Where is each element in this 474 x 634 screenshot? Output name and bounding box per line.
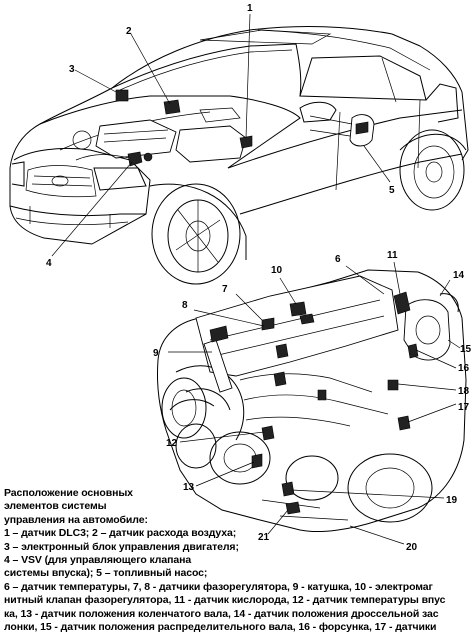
callout-5: 5: [389, 185, 395, 196]
callout-8: 8: [182, 300, 188, 311]
car-drawing: [9, 13, 469, 285]
callout-16: 16: [458, 363, 470, 374]
callout-15: 15: [460, 344, 472, 355]
caption-line: лонки, 15 - датчик положения распределит…: [4, 621, 437, 634]
callout-1: 1: [247, 3, 253, 14]
callout-2: 2: [126, 26, 132, 37]
caption-line: Расположение основных: [4, 487, 133, 499]
callout-4: 4: [46, 258, 52, 269]
engine-drawing: [157, 261, 467, 545]
caption-line: элементов системы: [4, 500, 107, 513]
callout-3: 3: [69, 64, 75, 75]
callout-13: 13: [183, 482, 195, 493]
caption-line: системы впуска); 5 – топливный насос;: [4, 567, 208, 580]
caption-line: 1 – датчик DLC3; 2 – датчик расхода возд…: [4, 527, 237, 540]
callout-14: 14: [453, 270, 465, 281]
callout-6: 6: [335, 254, 341, 265]
caption-line: ка, 13 - датчик положения коленчатого ва…: [4, 607, 439, 620]
caption-line: 4 – VSV (для управляющего клапана: [4, 554, 192, 567]
caption-line: нитный клапан фазорегулятора, 11 - датчи…: [4, 594, 446, 607]
callout-20: 20: [406, 542, 418, 553]
legend-caption: Расположение основных элементов системы …: [4, 487, 472, 634]
callout-11: 11: [387, 250, 398, 261]
callout-17: 17: [458, 402, 470, 413]
callout-7: 7: [222, 284, 228, 295]
callout-9: 9: [153, 348, 159, 359]
caption-line: 6 – датчик температуры, 7, 8 - датчики ф…: [4, 580, 433, 593]
callout-12: 12: [166, 438, 178, 449]
callout-18: 18: [458, 386, 470, 397]
callout-21: 21: [258, 532, 270, 543]
callout-10: 10: [271, 265, 283, 276]
caption-line: 3 – электронный блок управления двигател…: [4, 540, 239, 553]
callout-numbers: 1 2 3 4 5 6 7 8 9 10 11 12 13 14 15 16 1…: [46, 3, 472, 553]
callout-19: 19: [446, 495, 458, 506]
caption-line: управления на автомобиле:: [4, 513, 148, 526]
